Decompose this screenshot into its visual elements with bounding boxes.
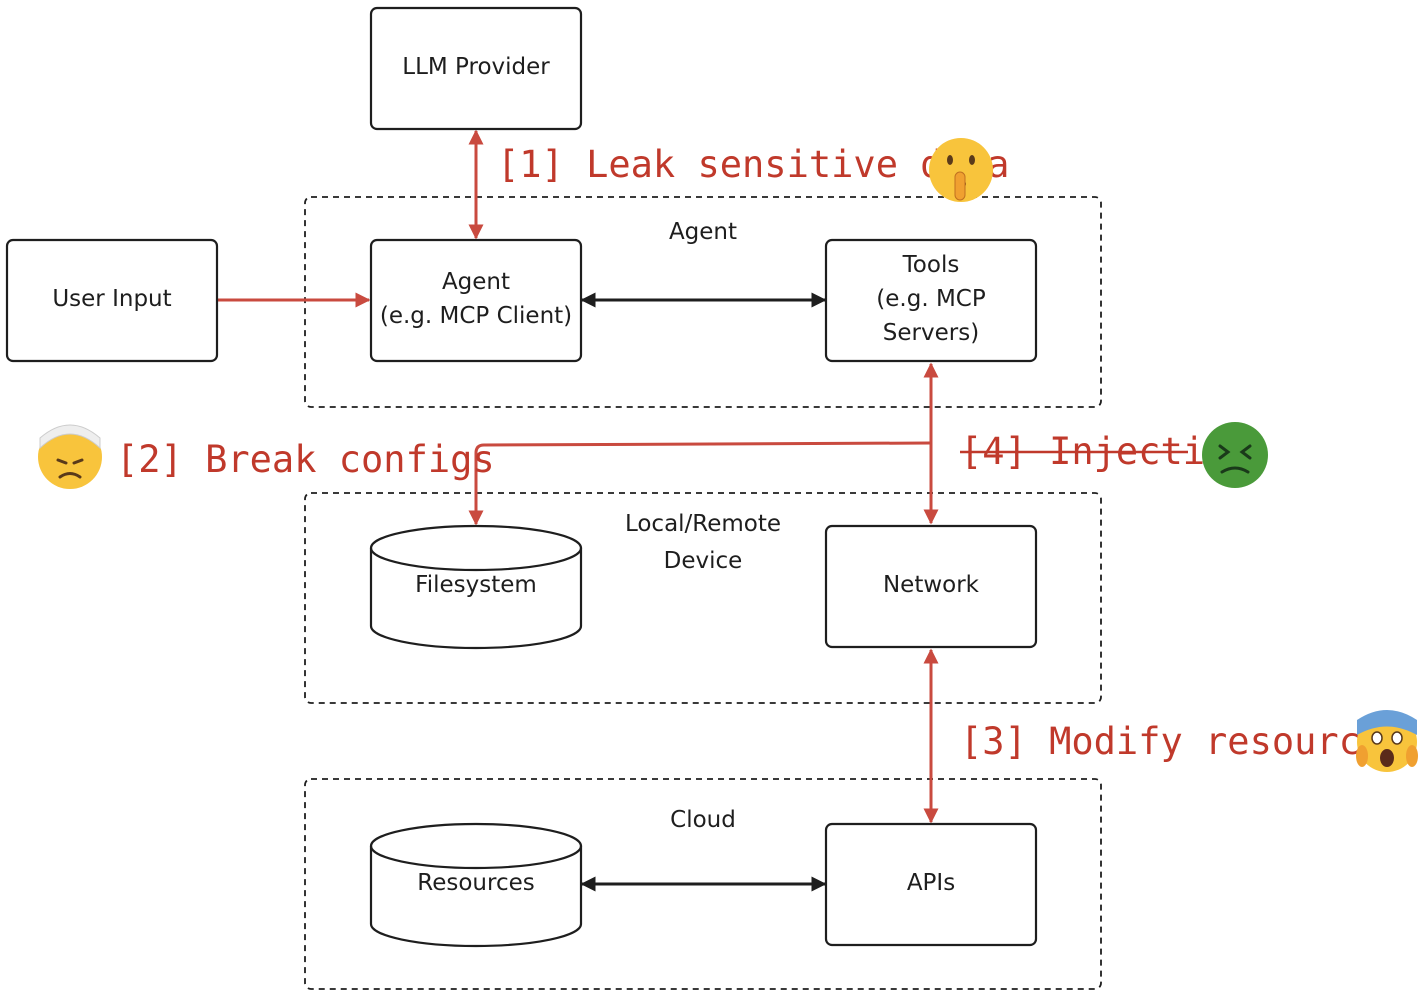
- threat-break-label: [2] Break configs: [116, 438, 495, 481]
- llm-provider-label: LLM Provider: [402, 54, 550, 80]
- user-input-node: User Input: [5, 238, 219, 363]
- agent-client-label-line2: (e.g. MCP Client): [380, 303, 572, 329]
- apis-node: APIs: [824, 822, 1038, 947]
- bandaged-head-face-icon: [38, 424, 102, 489]
- group-device-label-line2: Device: [664, 548, 743, 574]
- group-agent: Agent: [304, 196, 1102, 408]
- tools-label-line3: Servers): [883, 320, 979, 346]
- agent-client-node: Agent (e.g. MCP Client): [369, 238, 583, 363]
- network-label: Network: [883, 572, 980, 598]
- resources-label: Resources: [417, 870, 534, 896]
- resources-node: Resources: [369, 822, 583, 948]
- nauseated-face-icon: [1202, 422, 1268, 488]
- tools-node: Tools (e.g. MCP Servers): [824, 238, 1038, 363]
- shushing-face-icon: [929, 138, 993, 202]
- filesystem-node: Filesystem: [369, 524, 583, 650]
- agent-client-label-line1: Agent: [442, 269, 510, 295]
- tools-label-line2: (e.g. MCP: [876, 286, 986, 312]
- user-input-label: User Input: [52, 286, 171, 312]
- group-local-remote-device: Local/Remote Device: [304, 492, 1102, 704]
- edge-tools-filesystem: [468, 441, 932, 526]
- group-agent-label: Agent: [669, 219, 737, 245]
- group-cloud-label: Cloud: [670, 807, 736, 833]
- llm-provider-node: LLM Provider: [369, 6, 583, 131]
- threat-modify-label: [3] Modify resources: [960, 720, 1406, 763]
- group-device-label-line1: Local/Remote: [625, 511, 781, 537]
- apis-label: APIs: [907, 870, 955, 896]
- network-node: Network: [824, 524, 1038, 649]
- group-cloud: Cloud: [304, 778, 1102, 990]
- filesystem-label: Filesystem: [415, 572, 537, 598]
- threat-leak-label: [1] Leak sensitive data: [497, 143, 1009, 186]
- tools-label-line1: Tools: [902, 252, 960, 278]
- screaming-face-icon: [1356, 710, 1418, 772]
